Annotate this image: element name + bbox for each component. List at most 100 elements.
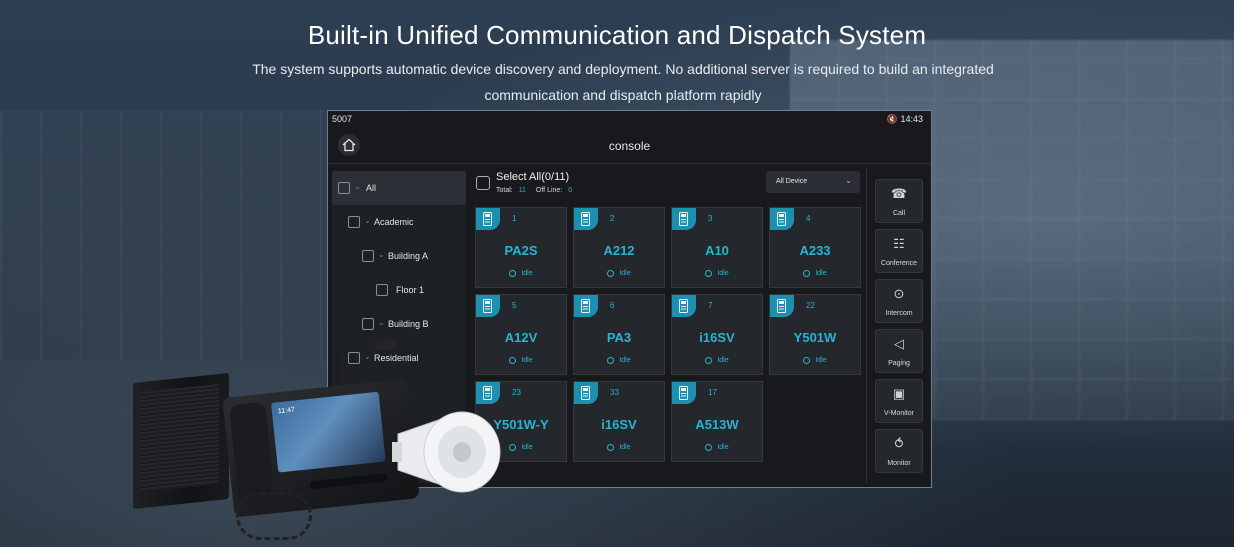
device-id: 4 bbox=[806, 214, 811, 223]
speaker-grill bbox=[141, 384, 219, 493]
device-name: PA3 bbox=[606, 330, 632, 345]
chevron-down-icon[interactable]: ⌄ bbox=[364, 216, 371, 225]
call-button[interactable]: ☎Call bbox=[875, 179, 923, 223]
intercom-device-icon bbox=[679, 299, 688, 313]
title-bar: console bbox=[328, 127, 931, 164]
v-monitor-button[interactable]: ▣V-Monitor bbox=[875, 379, 923, 423]
device-status: Idle bbox=[672, 444, 762, 451]
phone-keys bbox=[309, 473, 388, 490]
device-status-label: Idle bbox=[717, 357, 729, 364]
chevron-down-icon[interactable]: ⌄ bbox=[378, 250, 385, 259]
device-status-label: Idle bbox=[521, 270, 533, 277]
device-id: 22 bbox=[806, 301, 815, 310]
device-badge bbox=[770, 208, 794, 230]
device-name: Y501W-Y bbox=[493, 417, 549, 432]
total-label: Total: bbox=[496, 187, 513, 194]
device-status: Idle bbox=[672, 270, 762, 277]
device-name: i16SV bbox=[699, 330, 735, 345]
clock-icon bbox=[607, 357, 615, 364]
intercom-button[interactable]: ⊙Intercom bbox=[875, 279, 923, 323]
tree-item-label: Building B bbox=[388, 319, 429, 329]
intercom-device-icon bbox=[483, 212, 492, 226]
tree-item-checkbox[interactable] bbox=[362, 250, 374, 262]
action-label: Call bbox=[892, 210, 906, 217]
tree-item-checkbox[interactable] bbox=[348, 216, 360, 228]
tree-item[interactable]: ⌄Building B bbox=[332, 307, 466, 341]
chevron-down-icon[interactable]: ⌄ bbox=[378, 318, 385, 327]
intercom-device-icon bbox=[483, 386, 492, 400]
video-camera-icon: ▣ bbox=[892, 386, 906, 401]
tree-item[interactable]: ⌄Academic bbox=[332, 205, 466, 239]
clock-icon bbox=[509, 357, 517, 364]
device-id: 33 bbox=[610, 388, 619, 397]
paging-button[interactable]: ◁Paging bbox=[875, 329, 923, 373]
tree-item-checkbox[interactable] bbox=[338, 182, 350, 194]
tree-item[interactable]: ⌄Residential bbox=[332, 341, 466, 375]
phone-cord-image bbox=[236, 492, 312, 540]
tree-item[interactable]: ⌄All bbox=[332, 171, 466, 205]
action-label: Monitor bbox=[887, 460, 911, 467]
gooseneck-mic-image bbox=[336, 342, 348, 408]
home-icon bbox=[342, 138, 356, 152]
device-name: A513W bbox=[695, 417, 739, 432]
clock: 14:43 bbox=[900, 114, 923, 124]
background-building-left bbox=[0, 110, 330, 360]
clock-icon bbox=[509, 270, 517, 277]
tree-item-checkbox[interactable] bbox=[376, 284, 388, 296]
device-status: Idle bbox=[574, 444, 664, 451]
device-badge bbox=[672, 295, 696, 317]
device-status-label: Idle bbox=[815, 357, 827, 364]
conference-button[interactable]: ☷Conference bbox=[875, 229, 923, 273]
tree-item-label: Residential bbox=[374, 353, 419, 363]
tree-item[interactable]: Floor 1 bbox=[332, 273, 466, 307]
device-badge bbox=[672, 382, 696, 404]
intercom-device-icon bbox=[581, 299, 590, 313]
status-right: 🔇 14:43 bbox=[887, 114, 923, 125]
phone-handset bbox=[229, 401, 276, 503]
tree-item-checkbox[interactable] bbox=[348, 352, 360, 364]
device-name: PA2S bbox=[504, 243, 538, 258]
chevron-down-icon[interactable]: ⌄ bbox=[364, 352, 371, 361]
intercom-device-icon bbox=[581, 212, 590, 226]
wall-speaker-image bbox=[133, 372, 229, 510]
device-filter-select[interactable]: All Device ⌄ bbox=[766, 171, 860, 193]
device-status: Idle bbox=[574, 357, 664, 364]
device-status: Idle bbox=[476, 444, 566, 451]
device-status-label: Idle bbox=[619, 270, 631, 277]
device-badge bbox=[574, 295, 598, 317]
device-badge bbox=[476, 295, 500, 317]
device-id: 23 bbox=[512, 388, 521, 397]
select-all-label[interactable]: Select All(0/11) bbox=[496, 171, 570, 183]
status-bar: 5007 🔇 14:43 bbox=[328, 111, 931, 127]
clock-icon bbox=[803, 357, 811, 364]
tree-item-checkbox[interactable] bbox=[362, 318, 374, 330]
horn-speaker-image bbox=[392, 411, 501, 493]
tree-item[interactable]: ⌄Building A bbox=[332, 239, 466, 273]
ear-icon: ⥀ bbox=[894, 436, 904, 451]
device-status: Idle bbox=[672, 357, 762, 364]
device-status: Idle bbox=[574, 270, 664, 277]
home-button[interactable] bbox=[338, 134, 360, 156]
monitor-button[interactable]: ⥀ Monitor bbox=[875, 429, 923, 473]
conference-icon: ☷ bbox=[893, 236, 905, 251]
filter-value: All Device bbox=[776, 178, 808, 185]
device-name: A12V bbox=[504, 330, 538, 345]
clock-icon bbox=[607, 444, 615, 451]
chevron-down-icon[interactable]: ⌄ bbox=[354, 182, 361, 191]
device-badge bbox=[672, 208, 696, 230]
select-all-checkbox[interactable] bbox=[476, 176, 490, 190]
device-badge bbox=[476, 208, 500, 230]
device-id: 3 bbox=[708, 214, 713, 223]
clock-icon bbox=[509, 444, 517, 451]
intercom-device-icon bbox=[777, 299, 786, 313]
